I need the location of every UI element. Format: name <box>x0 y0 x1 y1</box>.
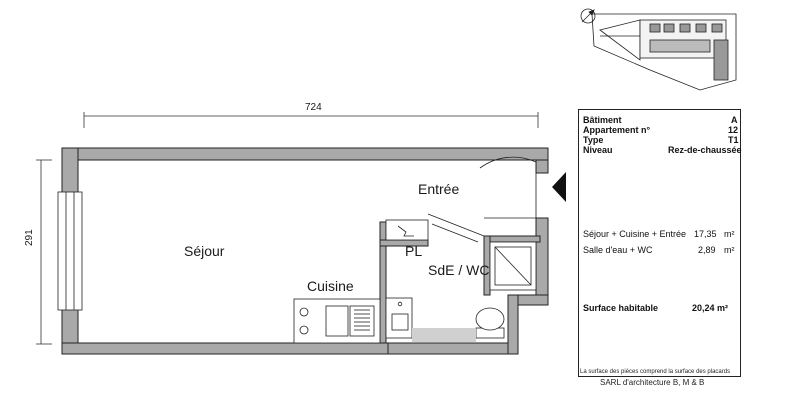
width-dimension-label: 724 <box>305 102 322 113</box>
washbasin <box>385 297 413 339</box>
total-value: 20,24 m² <box>692 303 729 313</box>
type-label: Type <box>583 135 604 145</box>
entrance-door <box>479 156 537 219</box>
height-dimension-line <box>36 159 52 345</box>
compass-north-icon <box>580 8 596 24</box>
height-dimension-label: 291 <box>24 229 35 246</box>
niveau-label: Niveau <box>583 145 613 155</box>
kitchen-counter <box>293 298 381 344</box>
info-panel: Bâtiment A Appartement n° 12 Type T1 Niv… <box>578 109 742 377</box>
appartement-label: Appartement n° <box>583 125 651 135</box>
area-value-sejour: 17,35 <box>694 229 717 239</box>
toilet <box>475 307 505 339</box>
batiment-label: Bâtiment <box>583 115 622 125</box>
area-unit-sde: m² <box>724 245 735 255</box>
window-left <box>57 191 83 311</box>
niveau-value: Rez-de-chaussée <box>668 145 742 155</box>
width-dimension-line <box>83 112 539 128</box>
footer-architect: SARL d'architecture B, M & B <box>600 378 705 387</box>
total-label: Surface habitable <box>583 303 659 313</box>
area-label-sejour: Séjour + Cuisine + Entrée <box>583 229 687 239</box>
area-value-sde: 2,89 <box>698 245 716 255</box>
location-minimap <box>591 13 737 91</box>
bathroom-door <box>427 213 485 243</box>
room-label-entree: Entrée <box>418 181 460 197</box>
type-value: T1 <box>728 135 739 145</box>
area-unit-sejour: m² <box>724 229 735 239</box>
electrical-panel <box>385 219 429 241</box>
room-label-placard: PL <box>405 243 423 259</box>
room-label-cuisine: Cuisine <box>307 278 354 294</box>
shower <box>489 241 537 291</box>
room-label-sde-wc: SdE / WC <box>428 262 490 278</box>
bathroom-floor <box>412 328 476 342</box>
footer-note: La surface des pièces comprend la surfac… <box>580 369 731 375</box>
batiment-value: A <box>731 115 738 125</box>
area-label-sde: Salle d'eau + WC <box>583 245 653 255</box>
room-label-sejour: Séjour <box>184 243 225 259</box>
entrance-arrow-icon <box>552 172 566 202</box>
appartement-value: 12 <box>728 125 739 135</box>
